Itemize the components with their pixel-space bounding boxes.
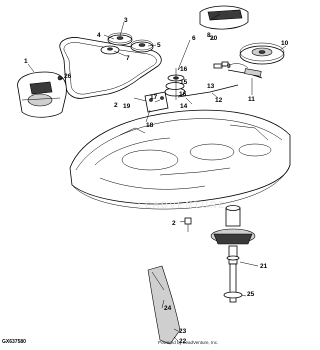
callout-7: 7 (126, 55, 130, 62)
callout-11: 11 (248, 96, 255, 103)
leader-lines (27, 13, 287, 342)
callout-16: 16 (180, 66, 188, 73)
idler-pulley-5 (130, 39, 154, 53)
callout-6: 6 (192, 35, 196, 42)
callout-23: 23 (179, 328, 187, 335)
callout-8: 8 (207, 32, 211, 39)
callout-17: 17 (150, 94, 158, 101)
hardware-9 (213, 61, 229, 69)
callout-22: 22 (179, 338, 187, 345)
callout-20: 20 (210, 35, 218, 42)
spindle-assembly (210, 205, 256, 303)
mower-blade (147, 265, 181, 345)
callout-13: 13 (207, 83, 215, 90)
callout-21: 21 (260, 263, 268, 270)
watermark: LEADVENTURE (138, 200, 227, 210)
callout-12: 12 (215, 97, 223, 104)
drive-sheave (239, 42, 285, 65)
idler-pulley-7 (100, 45, 120, 55)
mower-deck (69, 109, 291, 210)
callout-18: 18 (146, 122, 154, 129)
callout-5: 5 (157, 42, 161, 49)
bolt-2-lower (184, 217, 192, 232)
callout-2: 2 (114, 102, 118, 109)
belt-guard-left (17, 71, 67, 118)
washer-25 (223, 291, 243, 299)
callout-26: 26 (64, 73, 72, 80)
callout-15: 15 (180, 79, 188, 86)
idler-arm (177, 63, 263, 98)
idler-pulley-3 (107, 32, 133, 46)
callout-19: 19 (123, 103, 131, 110)
callout-24: 24 (164, 305, 172, 312)
callout-1: 1 (24, 58, 28, 65)
parts-diagram: 1 2 2 3 4 5 6 7 8 9 10 11 12 13 14 15 16… (17, 5, 291, 345)
callout-10: 10 (281, 40, 289, 47)
callout-9: 9 (227, 63, 231, 70)
callout-25: 25 (247, 291, 255, 298)
callout-labels: 1 2 2 3 4 5 6 7 8 9 10 11 12 13 14 15 16… (24, 17, 289, 345)
footer-credit: Powered by LeadVenture, Inc. (158, 340, 219, 345)
drive-belt (59, 37, 162, 99)
callout-16-lower: 16 (179, 91, 187, 98)
callout-14: 14 (180, 103, 188, 110)
bracket (144, 91, 169, 113)
figure-id: GX637580 (2, 339, 26, 345)
callout-3: 3 (124, 17, 128, 24)
callout-4: 4 (97, 32, 101, 39)
callout-2-lower: 2 (172, 220, 176, 227)
belt-guard-right (199, 5, 249, 30)
